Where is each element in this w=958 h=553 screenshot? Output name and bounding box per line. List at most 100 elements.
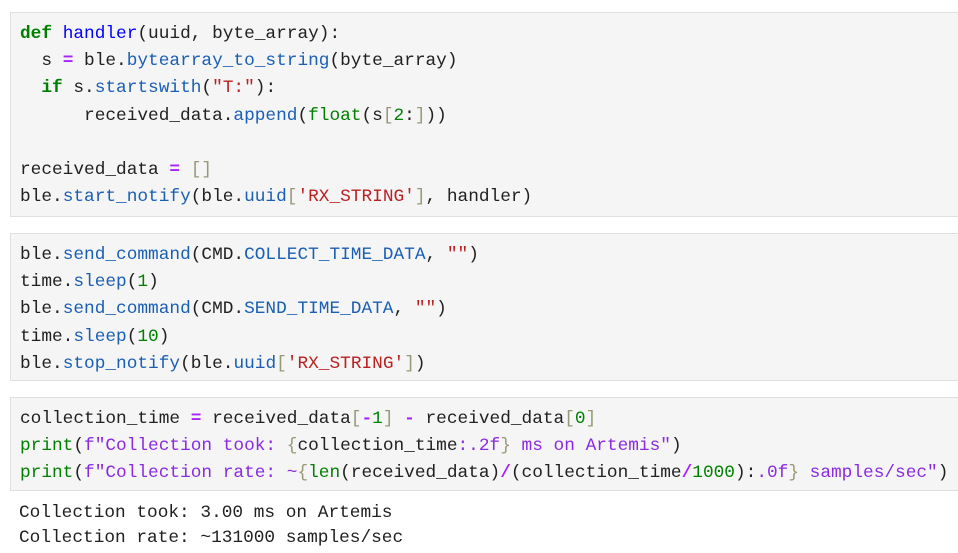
code-token: [393, 409, 404, 429]
code-token: ,: [393, 299, 415, 320]
code-token: 1: [372, 409, 383, 429]
code-token: [52, 24, 63, 44]
code-line: ble.start_notify(ble.uuid['RX_STRING'], …: [20, 184, 958, 211]
code-line: received_data.append(float(s[2:])): [20, 103, 958, 130]
code-token: if: [41, 78, 63, 99]
code-token: =: [190, 409, 202, 429]
code-token: s: [20, 51, 63, 72]
code-token: }: [788, 463, 799, 484]
code-token: [: [286, 187, 298, 208]
code-token: 1000: [692, 463, 735, 484]
code-line: received_data = []: [20, 157, 958, 184]
code-token: uuid: [233, 353, 277, 374]
code-token: /: [500, 463, 511, 484]
code-token: ): [468, 245, 479, 265]
code-token: SEND_TIME_DATA: [244, 299, 394, 320]
code-token: (ble.: [180, 353, 234, 374]
code-token: samples/sec": [799, 463, 938, 484]
code-token: }: [500, 436, 511, 457]
code-token: (: [201, 78, 213, 99]
code-token: 2: [393, 105, 405, 126]
code-token: f"Collection rate: ~: [84, 463, 298, 484]
code-line: ble.send_command(CMD.COLLECT_TIME_DATA, …: [20, 242, 958, 269]
code-token: bytearray_to_string: [126, 51, 330, 72]
code-token: s.: [62, 78, 95, 99]
code-token: 'RX_STRING': [286, 353, 405, 374]
code-token: 'RX_STRING': [297, 187, 415, 208]
code-token: ]: [382, 409, 394, 429]
code-token: ]: [414, 105, 426, 126]
code-token: ble.: [20, 187, 63, 208]
code-cell-2[interactable]: ble.send_command(CMD.COLLECT_TIME_DATA, …: [10, 233, 958, 381]
code-cell-3[interactable]: collection_time = received_data[-1] - re…: [10, 397, 958, 491]
code-token: ble.: [20, 299, 63, 320]
code-token: send_command: [62, 299, 191, 320]
code-token: float: [308, 105, 362, 126]
code-line: print(f"Collection rate: ~{len(received_…: [20, 460, 958, 487]
code-token: def: [20, 24, 53, 44]
code-token: .0f: [756, 463, 789, 484]
code-token: [: [350, 409, 362, 429]
code-token: 10: [137, 326, 159, 347]
code-token: received_data: [414, 409, 565, 429]
code-token: ,: [425, 245, 447, 265]
code-line: s = ble.bytearray_to_string(byte_array): [20, 48, 958, 75]
code-cell-1[interactable]: def handler(uuid, byte_array): s = ble.b…: [10, 12, 958, 217]
code-token: (collection_time: [510, 463, 682, 484]
code-token: sleep: [73, 272, 127, 293]
code-token: {: [297, 463, 309, 484]
code-token: f"Collection took:: [84, 436, 287, 457]
code-token: ): [436, 299, 447, 320]
code-token: [: [564, 409, 575, 429]
code-token: , handler): [425, 187, 533, 208]
code-line: ble.send_command(CMD.SEND_TIME_DATA, ""): [20, 296, 958, 323]
code-token: append: [233, 105, 298, 126]
code-token: =: [62, 51, 74, 72]
code-token: (: [73, 463, 85, 484]
code-token: (: [297, 105, 309, 126]
code-token: (s: [361, 105, 383, 126]
cell-output: Collection took: 3.00 ms on Artemis Coll…: [19, 501, 403, 551]
code-token: -: [404, 409, 415, 429]
code-line: print(f"Collection took: {collection_tim…: [20, 433, 958, 460]
code-token: ):: [254, 78, 277, 99]
code-token: ]: [585, 409, 597, 429]
code-token: time.: [20, 272, 74, 293]
code-token: (uuid, byte_array):: [137, 24, 341, 44]
code-line: def handler(uuid, byte_array):: [20, 21, 958, 48]
code-line: ble.stop_notify(ble.uuid['RX_STRING']): [20, 351, 958, 378]
code-line: time.sleep(1): [20, 269, 958, 296]
code-token: (: [73, 436, 85, 457]
code-token: ]: [414, 187, 426, 208]
code-line: if s.startswith("T:"):: [20, 75, 958, 102]
code-token: ble.: [73, 51, 127, 72]
code-token: []: [190, 159, 213, 180]
code-token: 0: [574, 409, 586, 429]
code-token: start_notify: [62, 187, 191, 208]
code-token: (: [126, 272, 138, 293]
code-token: )): [425, 105, 447, 126]
code-token: received_data: [20, 159, 170, 180]
code-token: (CMD.: [190, 299, 245, 320]
code-token: handler: [62, 24, 138, 44]
code-token: ]: [404, 353, 415, 374]
code-token: print: [20, 463, 74, 484]
code-token: [20, 78, 41, 98]
code-token: ):: [734, 463, 757, 484]
code-token: -: [361, 409, 373, 429]
code-token: [: [382, 105, 394, 126]
code-token: ble.: [20, 245, 63, 265]
code-line: [20, 130, 958, 157]
code-token: stop_notify: [62, 353, 181, 374]
code-token: :: [404, 105, 415, 126]
code-token: collection_time: [297, 436, 458, 457]
code-token: "T:": [212, 78, 255, 99]
code-token: (byte_array): [329, 51, 458, 72]
code-token: ms on Artemis": [510, 436, 671, 457]
code-token: "": [414, 299, 437, 320]
code-token: print: [20, 436, 74, 457]
code-token: "": [446, 245, 469, 265]
code-token: startswith: [94, 78, 202, 99]
code-token: [: [276, 353, 287, 374]
code-token: (CMD.: [190, 245, 245, 265]
